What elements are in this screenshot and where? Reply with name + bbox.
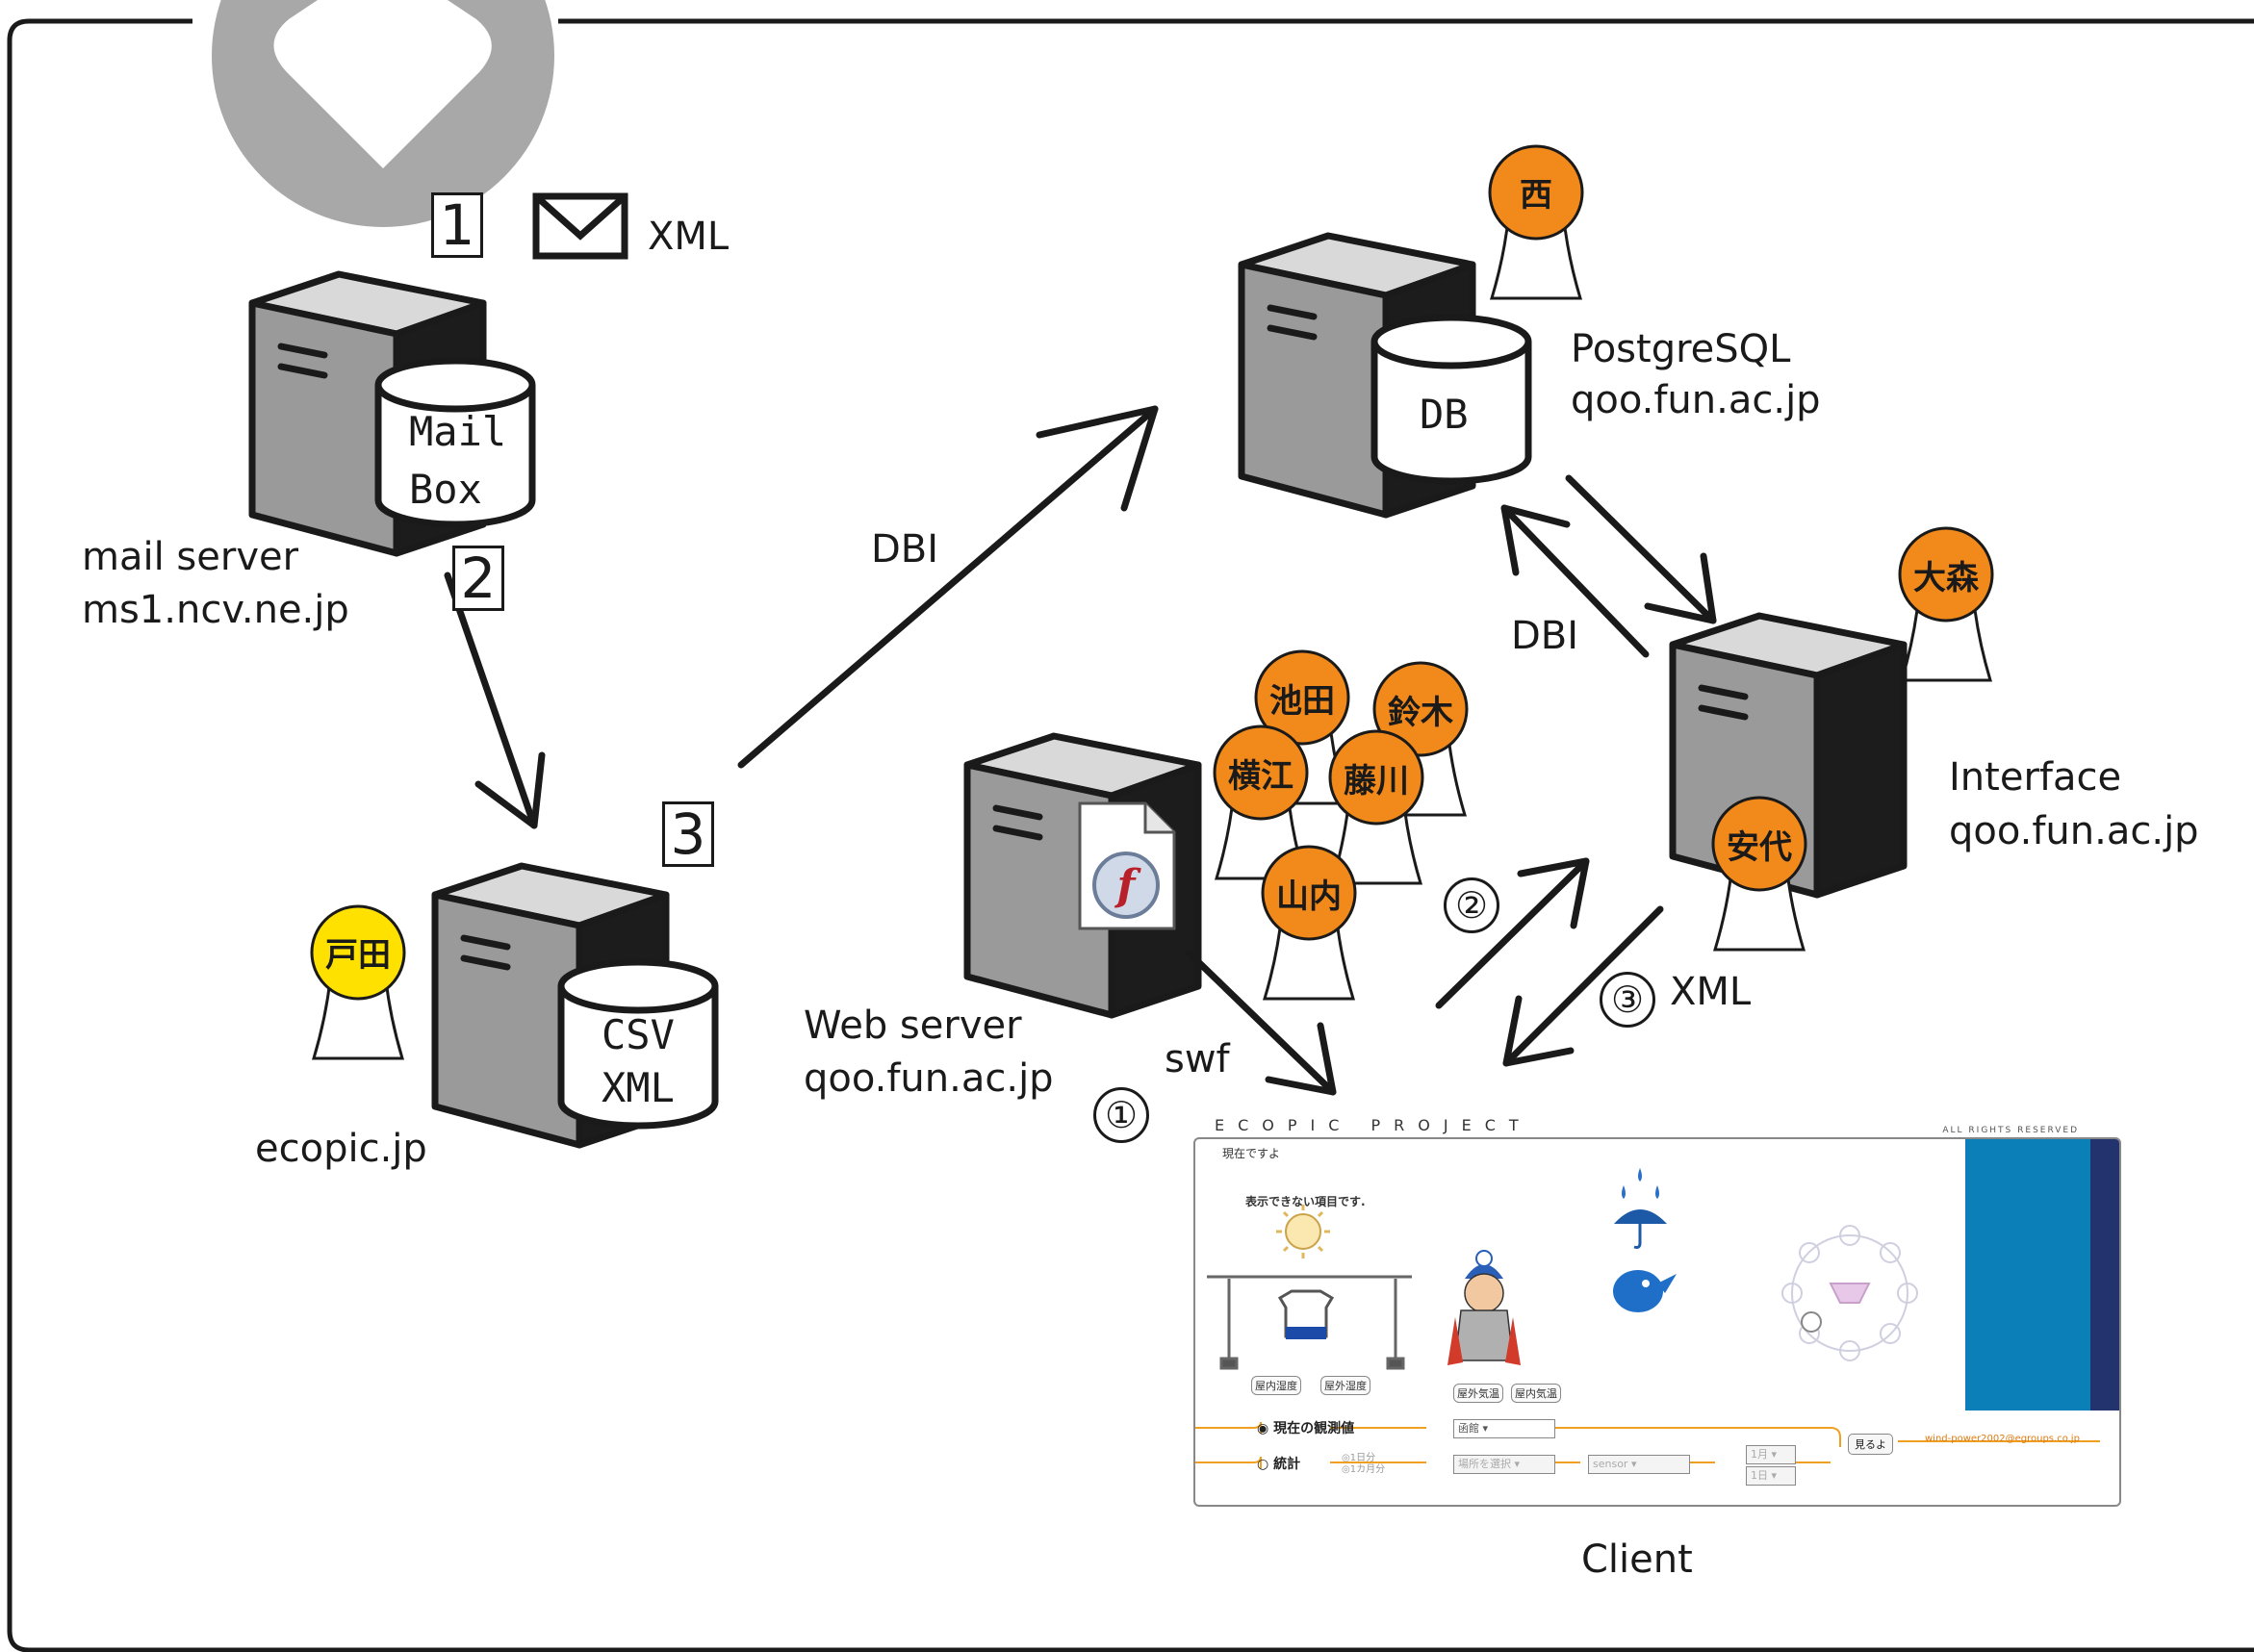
client-blue-band [1965, 1139, 2090, 1411]
postgres-db-label: DB [1420, 391, 1469, 438]
person-fujikawa-label: 藤川 [1344, 762, 1409, 801]
xml-return-label: XML [1670, 970, 1752, 1014]
view-button[interactable]: 見るよ [1848, 1434, 1893, 1455]
web-server-name: Web server [804, 1004, 1022, 1048]
option-1month-label: 1カ月分 [1349, 1464, 1386, 1475]
person-omori-icon [1898, 526, 1994, 682]
web-server-host: qoo.fun.ac.jp [804, 1056, 1054, 1101]
client-header-title: ECOPIC PROJECT [1215, 1116, 1532, 1134]
mail-server-name: mail server [82, 535, 299, 579]
client-screenshot: ECOPIC PROJECT ALL RIGHTS RESERVED 現在ですよ… [1193, 1116, 2121, 1539]
client-navy-band [2090, 1139, 2119, 1411]
day-select-value: 1日 [1751, 1469, 1768, 1482]
envelope-icon [532, 192, 628, 260]
arrow-interface-to-db [1500, 504, 1650, 658]
radio-statistics-label: 統計 [1273, 1457, 1301, 1472]
mailbox-db-label-2: Box [409, 466, 482, 513]
dbi-label-upper: DBI [871, 527, 939, 572]
person-yokoe-label: 横江 [1228, 757, 1293, 796]
place-select-placeholder: 場所を選択 [1458, 1458, 1511, 1470]
person-toda-label: 戸田 [325, 936, 391, 975]
person-toda-icon [310, 904, 406, 1060]
day-select[interactable]: 1日 ▾ [1746, 1466, 1796, 1486]
arrow-interface-to-client [1502, 905, 1664, 1067]
option-1day[interactable]: ◎1日分 [1342, 1453, 1376, 1463]
db-server-host: qoo.fun.ac.jp [1571, 378, 1821, 422]
indoor-temp-tag: 屋内気温 [1511, 1384, 1561, 1403]
step-1-box: 1 [431, 192, 483, 258]
person-suzuki-icon [1372, 661, 1469, 817]
outer-frame [7, 18, 2254, 1652]
control-connectors [1195, 1421, 2100, 1468]
csv-db-label-1: CSV [602, 1011, 675, 1058]
person-yasuyo-label: 安代 [1727, 828, 1792, 867]
person-suzuki-label: 鈴木 [1388, 694, 1453, 732]
indoor-humidity-tag: 屋内湿度 [1251, 1376, 1301, 1395]
person-ikeda-label: 池田 [1269, 682, 1335, 721]
option-1day-label: 1日分 [1349, 1453, 1376, 1463]
db-server-name: PostgreSQL [1571, 327, 1791, 371]
interface-server-name: Interface [1949, 755, 2122, 800]
person-yamauchi-icon [1261, 845, 1357, 1001]
person-fujikawa-icon [1328, 729, 1424, 885]
umbrella-icon [1614, 1168, 1667, 1249]
person-yamauchi-label: 山内 [1276, 877, 1342, 916]
person-yasuyo-icon [1711, 796, 1807, 952]
step-circle-3: ③ [1600, 972, 1655, 1028]
person-nishi-icon [1488, 144, 1584, 300]
person-yokoe-icon [1213, 724, 1309, 880]
dbi-label-right: DBI [1511, 614, 1579, 658]
client-illustrations [1207, 1168, 1918, 1370]
outdoor-humidity-tag: 屋外湿度 [1320, 1376, 1370, 1395]
client-label: Client [1581, 1538, 1693, 1582]
mail-server-host: ms1.ncv.ne.jp [82, 588, 349, 632]
flower-ring-icon [1781, 1225, 1918, 1361]
person-omori-label: 大森 [1913, 559, 1979, 597]
place-select-disabled[interactable]: 場所を選択 ▾ [1453, 1455, 1555, 1474]
ecopic-host: ecopic.jp [255, 1127, 427, 1171]
arrow-client-to-interface [1435, 857, 1590, 1009]
arrow-ecopic-to-db [737, 405, 1159, 769]
arrow-db-to-interface [1565, 474, 1717, 624]
flash-file-icon: f [1078, 801, 1176, 930]
place-select[interactable]: 函館 ▾ [1453, 1419, 1555, 1438]
step-circle-1: ① [1093, 1087, 1149, 1143]
person-ikeda-icon [1254, 649, 1350, 805]
sun-icon [1276, 1205, 1330, 1258]
mailbox-db-label-1: Mail [409, 408, 507, 455]
interface-server-host: qoo.fun.ac.jp [1949, 809, 2199, 853]
contact-email[interactable]: wind-power2002@egroups.co.jp [1925, 1434, 2080, 1444]
arrow-mail-to-ecopic [444, 572, 546, 829]
csv-db-label-2: XML [602, 1064, 675, 1111]
step-circle-2: ② [1444, 877, 1499, 933]
sensor-select[interactable]: sensor ▾ [1588, 1455, 1690, 1474]
month-select-value: 1月 [1751, 1448, 1768, 1461]
arrow-web-to-client [1185, 949, 1337, 1096]
swf-label: swf [1165, 1037, 1230, 1081]
blue-bird-icon [1613, 1270, 1677, 1312]
outdoor-temp-tag: 屋外気温 [1453, 1384, 1503, 1403]
client-rights-text: ALL RIGHTS RESERVED [1942, 1126, 2079, 1135]
download-icon [212, 0, 554, 227]
radio-current-label: 現在の観測値 [1273, 1421, 1355, 1436]
person-nishi-label: 西 [1520, 176, 1552, 215]
client-now-text: 現在ですよ [1222, 1147, 1281, 1160]
place-select-value: 函館 [1458, 1422, 1479, 1435]
option-1month[interactable]: ◎1カ月分 [1342, 1464, 1386, 1475]
client-app-frame: 現在ですよ 表示できない項目です. [1193, 1137, 2121, 1507]
step-2-box: 2 [452, 546, 504, 611]
month-select[interactable]: 1月 ▾ [1746, 1445, 1796, 1464]
clothes-rack-icon [1207, 1275, 1412, 1370]
client-not-shown-text: 表示できない項目です. [1245, 1195, 1366, 1208]
radio-statistics[interactable]: ○ 統計 [1257, 1457, 1301, 1472]
step-3-box: 3 [662, 801, 714, 867]
step-1-format-label: XML [648, 215, 730, 259]
radio-current-values[interactable]: ◉ 現在の観測値 [1257, 1421, 1355, 1436]
character-icon [1447, 1250, 1521, 1365]
sensor-select-value: sensor [1593, 1458, 1628, 1470]
